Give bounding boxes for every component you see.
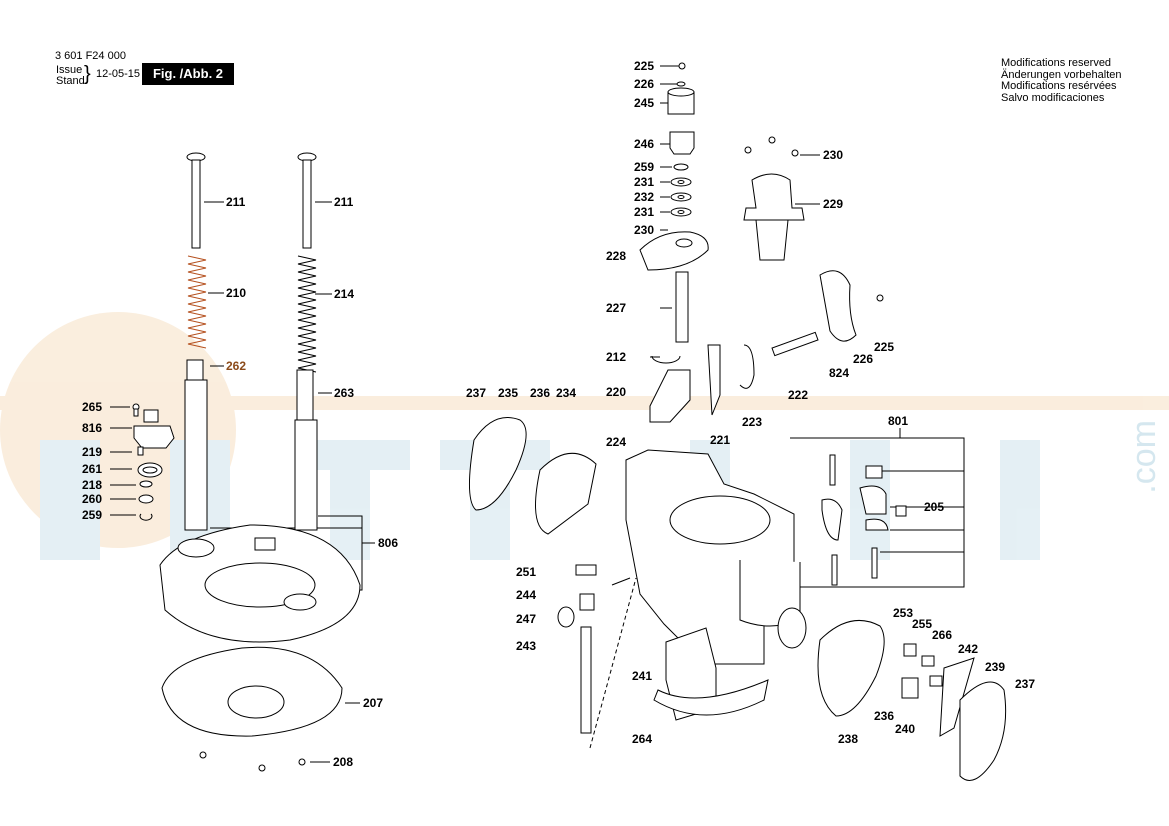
part-label: 205 bbox=[924, 500, 945, 514]
part-label: 231 bbox=[634, 175, 655, 189]
part-label: 236 bbox=[530, 386, 551, 400]
part-label: 234 bbox=[556, 386, 577, 400]
part-label: 226 bbox=[853, 352, 874, 366]
part-label: 230 bbox=[634, 223, 655, 237]
part-label: 816 bbox=[82, 421, 103, 435]
part-label: 210 bbox=[226, 286, 247, 300]
part-label: 231 bbox=[634, 205, 655, 219]
leader-lines bbox=[110, 65, 965, 763]
note-line: Modifications reserved bbox=[1001, 57, 1112, 69]
part-label: 211 bbox=[226, 195, 246, 209]
part-label: 225 bbox=[874, 340, 895, 354]
cover-parts-right bbox=[817, 619, 1007, 781]
handle-cap-229 bbox=[743, 136, 805, 261]
spindle-lock-parts bbox=[639, 62, 819, 423]
part-label: 224 bbox=[606, 435, 627, 449]
issue-label: Issue bbox=[56, 64, 83, 76]
part-label: 261 bbox=[82, 462, 103, 476]
base-plate-207 bbox=[161, 646, 343, 772]
part-label: 262 bbox=[226, 359, 247, 373]
brace-glyph: } bbox=[84, 63, 91, 85]
part-label: 214 bbox=[334, 287, 355, 301]
part-label: 260 bbox=[82, 492, 103, 506]
part-label: 235 bbox=[498, 386, 519, 400]
part-label: 801 bbox=[888, 414, 909, 428]
part-label: 218 bbox=[82, 478, 103, 492]
part-label: 259 bbox=[634, 160, 655, 174]
part-label: 238 bbox=[838, 732, 859, 746]
part-label: 229 bbox=[823, 197, 844, 211]
part-label: 237 bbox=[466, 386, 487, 400]
part-label: 236 bbox=[874, 709, 895, 723]
part-label: 245 bbox=[634, 96, 655, 110]
part-label: 242 bbox=[958, 642, 979, 656]
lever-824 bbox=[819, 270, 884, 342]
watermark-text: .com bbox=[1125, 420, 1163, 494]
part-label: 247 bbox=[516, 612, 537, 626]
note-line: Modifications resérvées bbox=[1001, 80, 1117, 92]
part-label: 265 bbox=[82, 400, 103, 414]
part-label: 259 bbox=[82, 508, 103, 522]
part-label: 264 bbox=[632, 732, 653, 746]
part-label: 251 bbox=[516, 565, 537, 579]
part-label: 240 bbox=[895, 722, 916, 736]
watermark-graphic bbox=[0, 312, 1169, 560]
note-line: Salvo modificaciones bbox=[1001, 91, 1105, 104]
depth-stop-parts bbox=[132, 403, 175, 521]
part-label: 244 bbox=[516, 588, 537, 602]
motor-housing bbox=[625, 449, 807, 665]
part-label: 226 bbox=[634, 77, 655, 91]
part-label: 824 bbox=[829, 366, 850, 380]
part-label: 222 bbox=[788, 388, 809, 402]
issue-date: 12-05-15 bbox=[96, 68, 141, 80]
part-label: 225 bbox=[634, 59, 655, 73]
router-base-806 bbox=[159, 524, 361, 643]
part-label: 228 bbox=[606, 249, 627, 263]
cover-parts-left bbox=[468, 417, 769, 734]
part-label: 211 bbox=[334, 195, 354, 209]
part-label: 212 bbox=[606, 350, 627, 364]
part-label: 230 bbox=[823, 148, 844, 162]
note-line: Änderungen vorbehalten bbox=[1001, 68, 1122, 81]
stand-label: Stand bbox=[56, 75, 85, 87]
part-label: 219 bbox=[82, 445, 103, 459]
guide-rod-assembly bbox=[184, 152, 318, 531]
part-label: 237 bbox=[1015, 677, 1036, 691]
spring-210 bbox=[187, 255, 207, 349]
part-label: 207 bbox=[363, 696, 384, 710]
part-label: 243 bbox=[516, 639, 537, 653]
part-label: 241 bbox=[632, 669, 653, 683]
part-label: 221 bbox=[710, 433, 731, 447]
part-number: 3 601 F24 000 bbox=[55, 50, 126, 62]
part-label: 223 bbox=[742, 415, 763, 429]
figure-label: Fig. /Abb. 2 bbox=[142, 63, 234, 85]
lock-kit-801 bbox=[821, 454, 907, 586]
part-label: 239 bbox=[985, 660, 1006, 674]
part-label: 266 bbox=[932, 628, 953, 642]
spring-214 bbox=[297, 255, 317, 373]
modification-notes: Modifications reserved Änderungen vorbeh… bbox=[1001, 57, 1122, 104]
part-label: 253 bbox=[893, 606, 914, 620]
part-label: 220 bbox=[606, 385, 627, 399]
part-label: 255 bbox=[912, 617, 933, 631]
part-label: 263 bbox=[334, 386, 355, 400]
part-label: 806 bbox=[378, 536, 399, 550]
part-label: 208 bbox=[333, 755, 354, 769]
part-label: 246 bbox=[634, 137, 655, 151]
part-label: 232 bbox=[634, 190, 655, 204]
part-label: 227 bbox=[606, 301, 627, 315]
